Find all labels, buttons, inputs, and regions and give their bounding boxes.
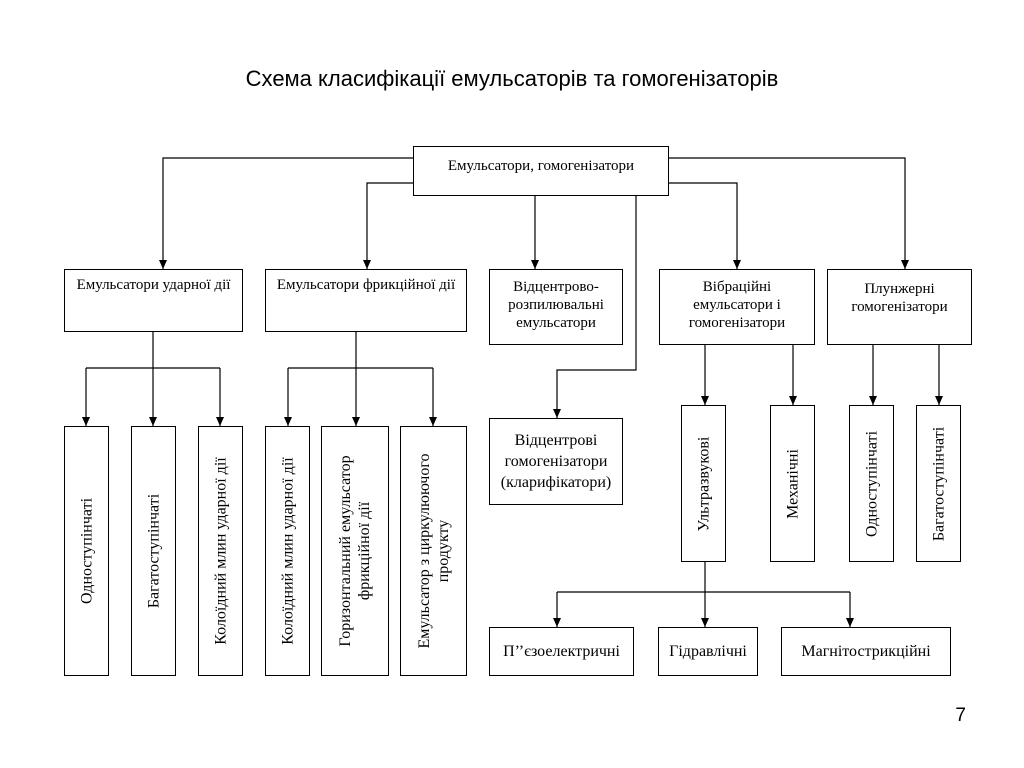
node-impact-multi-stage: Багатоступінчаті	[131, 426, 176, 676]
node-label: Колоїдний млин ударної дії	[279, 457, 296, 645]
node-label: Одноступінчаті	[863, 430, 880, 537]
node-label: Горизонтальний емульсатор фрикційної дії	[337, 455, 373, 647]
node-impact-colloid-mill: Колоїдний млин ударної дії	[198, 426, 243, 676]
node-plunger-single-stage: Одноступінчаті	[849, 405, 894, 562]
node-impact-single-stage: Одноступінчаті	[64, 426, 109, 676]
node-friction-colloid-mill: Колоїдний млин ударної дії	[265, 426, 310, 676]
node-horizontal-friction-emulsifier: Горизонтальний емульсатор фрикційної дії	[321, 426, 389, 676]
node-impact-emulsifiers: Емульсатори ударної дії	[64, 269, 243, 332]
node-label: Багатоступінчаті	[930, 426, 947, 541]
node-centrifugal-spray-emulsifiers: Відцентрово-розпилювальні емульсатори	[489, 269, 623, 345]
node-vibration-emulsifiers: Вібраційні емульсатори і гомогенізатори	[659, 269, 815, 345]
node-label: Багатоступінчаті	[145, 493, 162, 609]
node-label: Одноступінчаті	[78, 497, 95, 605]
root-node: Емульсатори, гомогенізатори	[413, 146, 669, 196]
node-hydraulic: Гідравлічні	[658, 627, 758, 676]
node-ultrasonic: Ультразвукові	[681, 405, 726, 562]
node-label: Колоїдний млин ударної дії	[212, 457, 229, 645]
node-label: Ультразвукові	[695, 436, 712, 531]
node-plunger-homogenizers: Плунжерні гомогенізатори	[827, 269, 972, 345]
node-label: Емульсатор з циркулюючого продукту	[415, 453, 452, 649]
node-plunger-multi-stage: Багатоступінчаті	[916, 405, 961, 562]
node-centrifugal-homogenizers: Відцентрові гомогенізатори (кларифікатор…	[489, 418, 623, 505]
node-label: Механічні	[784, 448, 801, 519]
node-magnetostrictive: Магнітострикційні	[781, 627, 951, 676]
page-number: 7	[955, 705, 966, 726]
node-piezoelectric: П’’єзоелектричні	[489, 627, 634, 676]
node-mechanical: Механічні	[770, 405, 815, 562]
node-friction-emulsifiers: Емульсатори фрикційної дії	[265, 269, 467, 332]
slide-title: Схема класифікації емульсаторів та гомог…	[245, 66, 779, 91]
node-circulating-product-emulsifier: Емульсатор з циркулюючого продукту	[400, 426, 467, 676]
